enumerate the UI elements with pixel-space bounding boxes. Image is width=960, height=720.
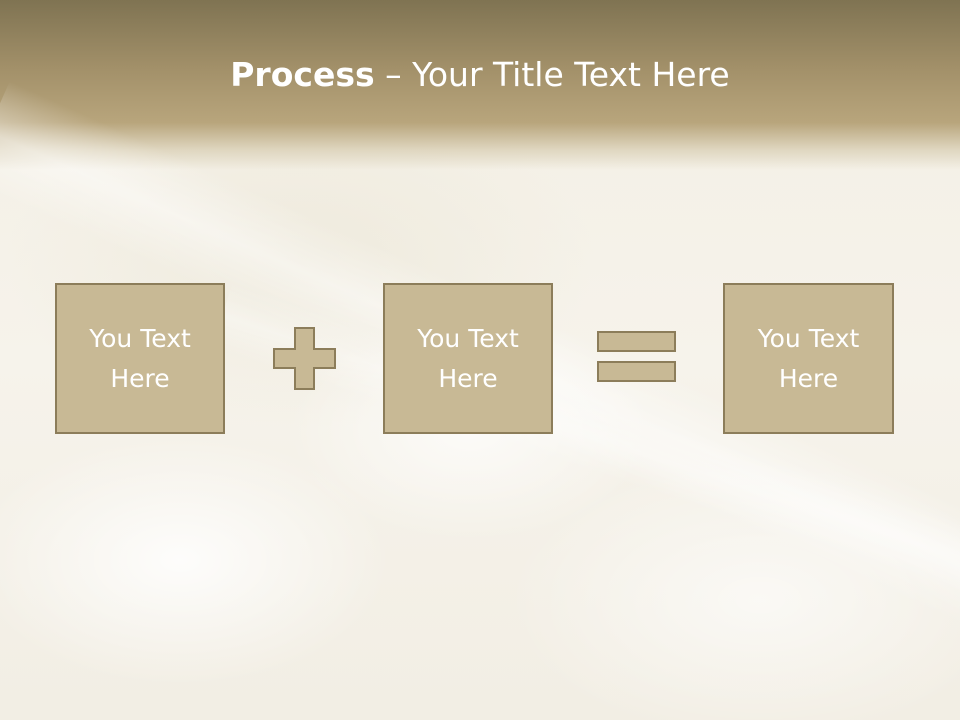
slide-title: Process – Your Title Text Here — [0, 52, 960, 98]
slide-title-bold: Process — [230, 55, 375, 94]
title-band — [0, 0, 960, 170]
process-box-2[interactable]: You Text Here — [383, 283, 553, 434]
plus-icon — [273, 327, 336, 390]
slide-title-rest: – Your Title Text Here — [374, 55, 730, 94]
process-box-3-text: You Text Here — [757, 323, 860, 393]
process-box-2-text: You Text Here — [417, 323, 519, 393]
equals-bar-bottom — [597, 361, 676, 382]
process-box-1[interactable]: You Text Here — [55, 283, 225, 434]
equals-bar-top — [597, 331, 676, 352]
process-box-1-text: You Text Here — [89, 323, 191, 393]
process-box-3[interactable]: You Text Here — [723, 283, 894, 434]
